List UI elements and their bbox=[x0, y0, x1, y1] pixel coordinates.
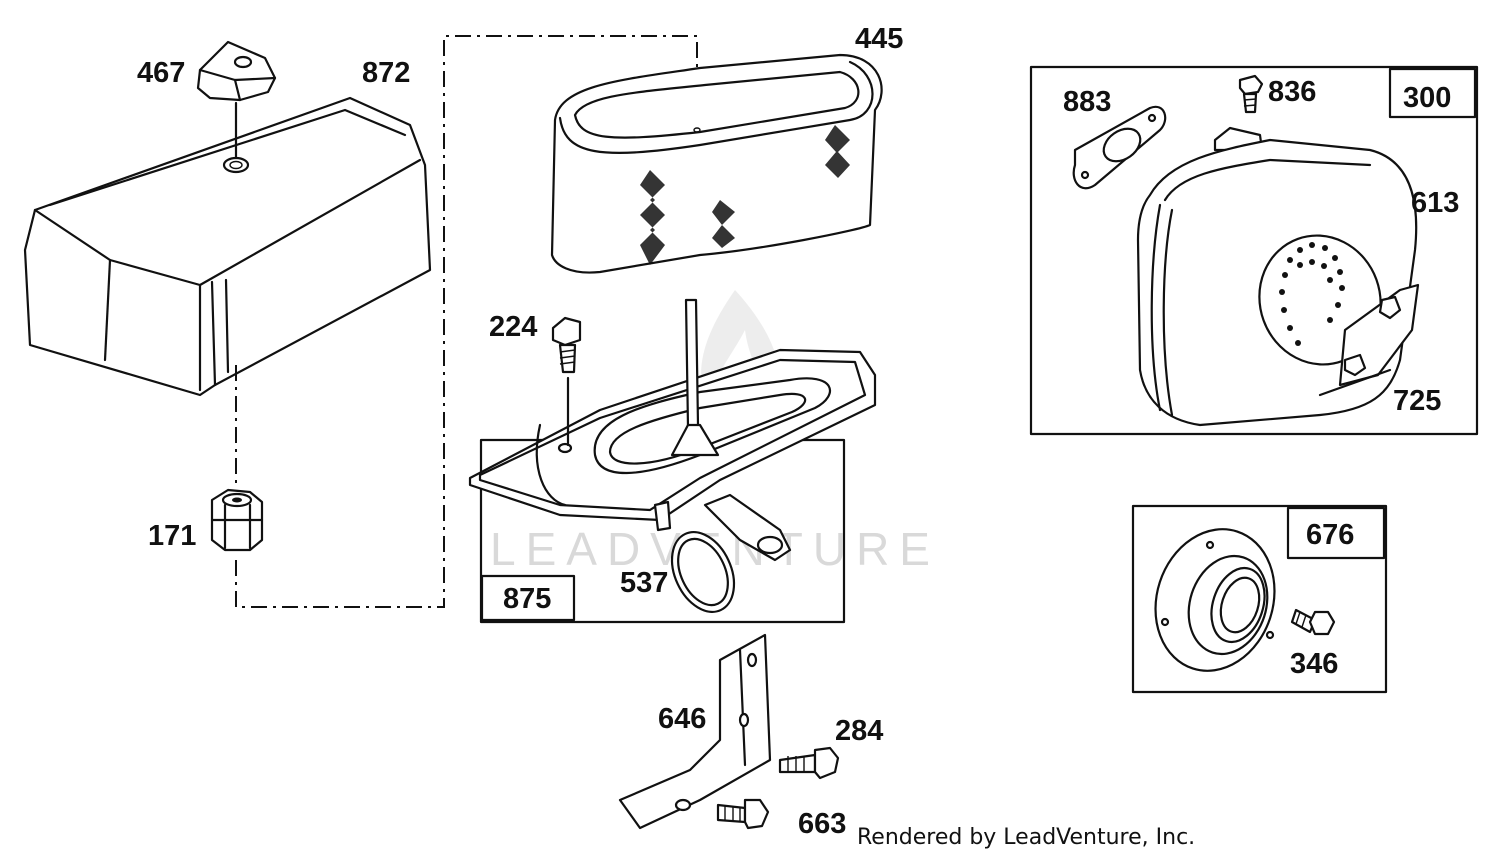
label-284: 284 bbox=[835, 715, 883, 747]
part-346-screw bbox=[1290, 608, 1336, 636]
label-663: 663 bbox=[798, 808, 846, 840]
label-537: 537 bbox=[620, 567, 668, 599]
label-467: 467 bbox=[137, 57, 185, 89]
watermark-flame-icon bbox=[701, 290, 781, 430]
part-883-gasket bbox=[1072, 105, 1167, 190]
box-875-tag bbox=[480, 574, 576, 622]
box-300-tag bbox=[1388, 67, 1477, 119]
part-676-deflector bbox=[1154, 528, 1276, 672]
part-537-gasket bbox=[670, 531, 736, 613]
connector-line bbox=[235, 35, 698, 608]
part-872-cover bbox=[23, 96, 432, 397]
label-872: 872 bbox=[362, 57, 410, 89]
label-300: 300 bbox=[1403, 82, 1451, 114]
label-613: 613 bbox=[1411, 187, 1459, 219]
label-646: 646 bbox=[658, 703, 706, 735]
label-171: 171 bbox=[148, 520, 196, 552]
box-676-frame bbox=[1131, 504, 1388, 694]
label-883: 883 bbox=[1063, 86, 1111, 118]
label-725: 725 bbox=[1393, 385, 1441, 417]
label-676: 676 bbox=[1306, 519, 1354, 551]
part-875-base bbox=[468, 298, 877, 562]
part-836-screw bbox=[1238, 74, 1264, 114]
part-224-screw bbox=[551, 316, 582, 447]
part-171-grommet bbox=[210, 365, 264, 552]
part-663-screw bbox=[716, 798, 770, 830]
label-875: 875 bbox=[503, 583, 551, 615]
label-836: 836 bbox=[1268, 76, 1316, 108]
credit-text: Rendered by LeadVenture, Inc. bbox=[857, 825, 1195, 850]
label-346: 346 bbox=[1290, 648, 1338, 680]
label-445: 445 bbox=[855, 23, 903, 55]
box-676-tag bbox=[1286, 506, 1386, 560]
label-224: 224 bbox=[489, 311, 537, 343]
part-445-air-filter bbox=[550, 53, 883, 274]
part-646-bracket bbox=[618, 633, 772, 830]
part-300-muffler bbox=[1136, 126, 1420, 427]
box-300-frame bbox=[1029, 65, 1479, 436]
part-467-knob bbox=[196, 40, 277, 160]
part-284-screw bbox=[778, 746, 840, 780]
